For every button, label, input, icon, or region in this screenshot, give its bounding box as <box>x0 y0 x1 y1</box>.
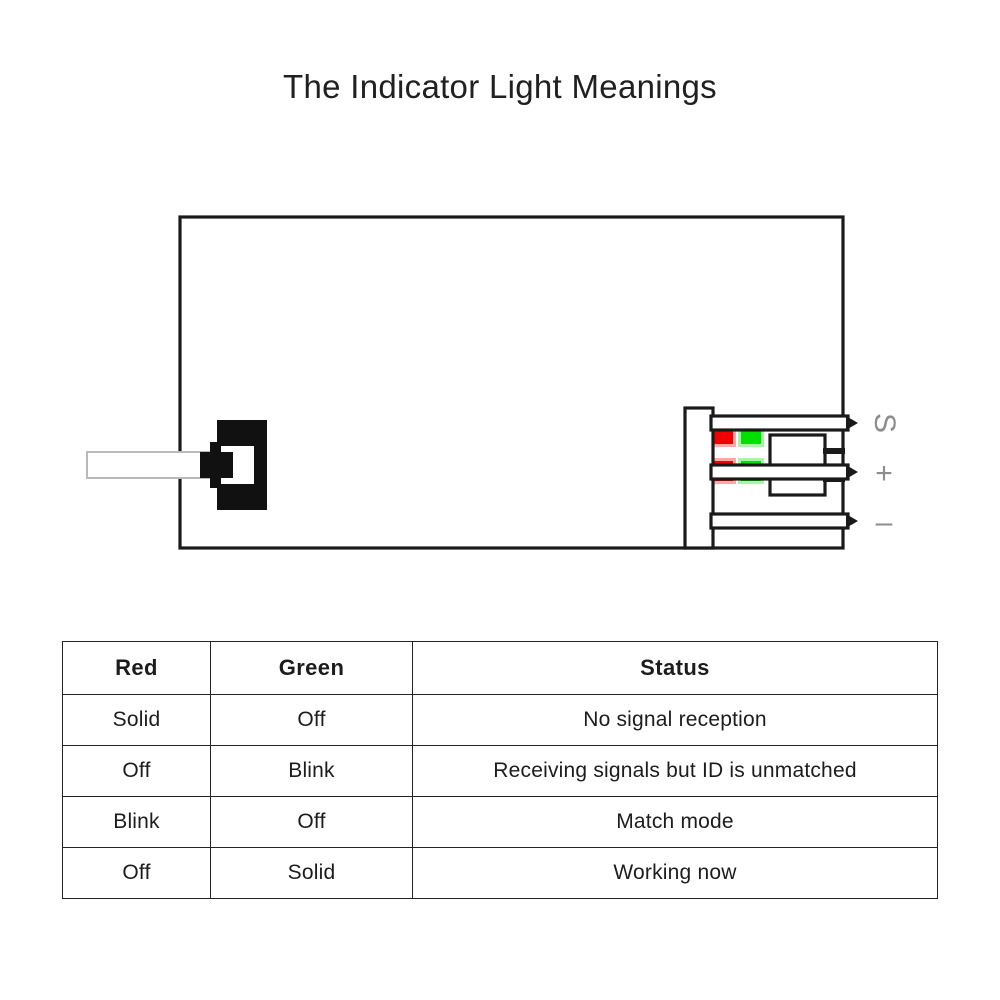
column-header-status: Status <box>412 641 938 695</box>
cell-status: Receiving signals but ID is unmatched <box>412 745 938 797</box>
pin-label-positive: + <box>875 457 893 490</box>
indicator-status-table: Red Green Status Solid Off No signal rec… <box>62 641 938 899</box>
pin-label-negative: – <box>876 506 893 539</box>
cell-status: Working now <box>412 847 938 899</box>
cell-red: Solid <box>62 694 211 746</box>
diagram-svg: S + – <box>86 215 901 550</box>
pcb-outline <box>178 215 845 550</box>
cell-green: Off <box>210 694 413 746</box>
table-row: Off Blink Receiving signals but ID is un… <box>62 745 938 797</box>
table-row: Blink Off Match mode <box>62 796 938 848</box>
table-row: Solid Off No signal reception <box>62 694 938 746</box>
cell-status: Match mode <box>412 796 938 848</box>
page-title: The Indicator Light Meanings <box>283 68 717 105</box>
table-header-row: Red Green Status <box>62 641 938 695</box>
cell-green: Solid <box>210 847 413 899</box>
pin-label-signal: S <box>868 413 901 433</box>
cell-red: Off <box>62 847 211 899</box>
output-header-bar <box>683 406 715 550</box>
cell-red: Off <box>62 745 211 797</box>
column-header-red: Red <box>62 641 211 695</box>
servo-connector-upper <box>200 420 267 510</box>
servo-wire-upper <box>86 451 213 479</box>
receiver-board-diagram: S + – <box>0 180 1000 600</box>
cell-green: Blink <box>210 745 413 797</box>
column-header-green: Green <box>210 641 413 695</box>
cell-red: Blink <box>62 796 211 848</box>
table-row: Off Solid Working now <box>62 847 938 899</box>
cell-green: Off <box>210 796 413 848</box>
output-trace-tips <box>846 416 858 528</box>
output-traces <box>709 414 850 530</box>
cell-status: No signal reception <box>412 694 938 746</box>
